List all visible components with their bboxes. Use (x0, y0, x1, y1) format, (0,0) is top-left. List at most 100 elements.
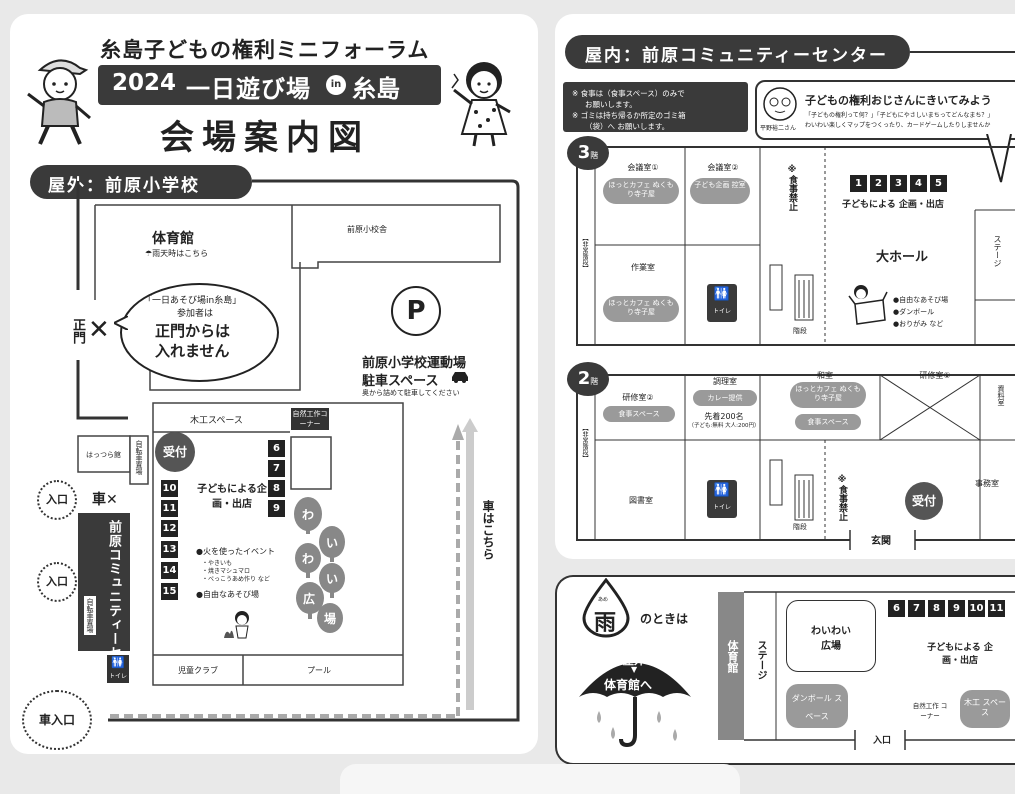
bottom-blank-tab (340, 764, 740, 794)
waiwai-5: 広 (303, 592, 316, 606)
booth-15: 15 (161, 583, 178, 600)
car-entrance-label: 車入口 (38, 713, 75, 727)
floor3-badge: 3階 (567, 136, 609, 170)
reception-indoor[interactable]: 受付 (905, 482, 943, 520)
rain-drop-icon (582, 578, 630, 638)
kids-planning-pill: 子ども企画 控室 (690, 178, 750, 204)
forum-title: 糸島子どもの権利ミニフォーラム (100, 38, 430, 62)
entrance-2-label: 入口 (46, 575, 68, 588)
parking-name: 前原小学校運動場 (362, 356, 467, 371)
entrance-1[interactable]: 入口 (37, 480, 77, 520)
event-name: 一日遊び場 (186, 75, 311, 103)
callout-line3: 正門からは (155, 322, 231, 340)
big-hall-label: 大ホール (876, 250, 929, 265)
entrance-1-label: 入口 (46, 493, 68, 506)
event-city: 糸島 (352, 75, 400, 103)
workroom-label: 作業室 (631, 263, 655, 272)
pool-label: プール (307, 666, 331, 675)
booth-10: 10 (161, 480, 178, 497)
floor2-suffix: 階 (590, 377, 599, 386)
event-banner (98, 65, 441, 105)
rain-cardboard-pill: ダンボール スペース (786, 684, 848, 728)
notice-line1: ※ 食事は（食事スペース）のみで (572, 89, 685, 98)
rain-num-9: 9 (948, 600, 965, 617)
booth-13: 13 (161, 541, 178, 558)
hot-cafe-pill-3: ほっとカフェ ぬくもり寺子屋 (790, 382, 866, 408)
toilet-label: トイレ (108, 673, 127, 680)
stage-3f: ステージ (993, 235, 1002, 267)
no-food-2f: ※食事禁止 (837, 475, 847, 521)
rain-nature-craft: 自然工作 コーナー (912, 702, 948, 720)
toilet-3f-label: トイレ (712, 308, 731, 315)
office-label: 事務室 (975, 479, 999, 488)
notice-line2: お願いします。 (585, 100, 637, 109)
rain-gym-bar (718, 592, 744, 740)
car-entrance[interactable]: 車入口 (22, 690, 92, 750)
rain-entrance-label[interactable]: 入口 (870, 733, 895, 746)
callout-line2: 参加者は (177, 309, 214, 319)
entrance-hall-label[interactable]: 玄関 (868, 532, 894, 547)
ojisan-desc2: わいわい楽しくマップをつくったり、カードゲームしたりしませんか (805, 122, 991, 129)
booth-7: 7 (268, 460, 285, 477)
booth-11: 11 (161, 500, 178, 517)
fire-item-2: ・焼きマシュマロ (202, 568, 251, 575)
harappa-label: はっつら館 (86, 451, 121, 459)
gym-label: 体育館 (152, 231, 194, 247)
boy-illustration (27, 59, 91, 145)
rain-num-6: 6 (888, 600, 905, 617)
cardboard-kid-illustration (848, 285, 888, 325)
fire-event: ●火を使ったイベント (196, 547, 275, 556)
ojisan-bubble (755, 80, 1015, 140)
in-badge: in (326, 75, 346, 95)
notice-line3: ※ ゴミは持ち帰るか所定のゴミ箱 (572, 111, 686, 120)
toilet-icon: 🚻 (111, 656, 125, 669)
curry-price-1: 先着200名 (704, 412, 744, 421)
reception-outdoor[interactable]: 受付 (155, 432, 195, 472)
rain-gym-label: 体育館 (726, 640, 739, 673)
notice-line4: （袋）へ お願いします。 (585, 122, 670, 131)
library-label: 図書室 (629, 496, 653, 505)
map-title: 会場案内図 (160, 118, 370, 158)
training1-label: 研修室① (919, 371, 951, 380)
rain-arrow: ▼ (631, 665, 638, 674)
booth-9: 9 (268, 500, 285, 517)
header-rule (910, 51, 1015, 53)
ojisan-name: 平野裕二さん (760, 125, 797, 132)
rain-num-7: 7 (908, 600, 925, 617)
stairs-3f: 階段 (793, 327, 807, 335)
in-label: in (330, 79, 342, 90)
notice-box (563, 82, 748, 132)
materials-label: 資料室 (997, 385, 1005, 406)
callout-tail (114, 316, 128, 330)
kids-shop-3f: 子どもによる 企画・出店 (842, 200, 944, 210)
car-this-way: 車はこちら (481, 500, 495, 560)
reception-label: 受付 (162, 445, 187, 459)
food-space-pill-1: 食事スペース (603, 406, 675, 422)
event-year: 2024 (112, 70, 177, 96)
waiwai-6: 場 (324, 612, 337, 626)
parking-icon: P (391, 286, 441, 336)
entrance-2[interactable]: 入口 (37, 562, 77, 602)
toilet-outdoor: 🚻 トイレ (107, 655, 129, 683)
floor2-number: 2 (577, 368, 591, 389)
hall-item-1: ●自由なあそび場 (893, 296, 949, 304)
rain-kids-shop: 子どもによる 企画・出店 (927, 643, 993, 666)
campfire-kid-illustration (224, 611, 249, 639)
rain-waiwai-label: わいわい 広場 (811, 626, 851, 652)
rain-when: のときは (640, 612, 689, 626)
booth-8: 8 (268, 480, 285, 497)
indoor-floorplan-lines (576, 146, 1015, 550)
rain-woodwork-pill: 木工 スペース (960, 690, 1010, 728)
hall-item-2: ●ダンボール (893, 308, 935, 316)
toilet-3f-icon: 🚻 (713, 287, 731, 302)
rain-outdoor: 屋外 (623, 654, 645, 667)
booth-14: 14 (161, 562, 178, 579)
kids-shop-outdoor: 子どもによる企画・出店 (197, 484, 267, 510)
waiwai-3: わ (302, 552, 315, 566)
floor3-suffix: 階 (590, 151, 599, 160)
waiwai-2: い (326, 536, 339, 550)
outdoor-header (30, 165, 252, 199)
parking-symbol: P (406, 296, 426, 326)
